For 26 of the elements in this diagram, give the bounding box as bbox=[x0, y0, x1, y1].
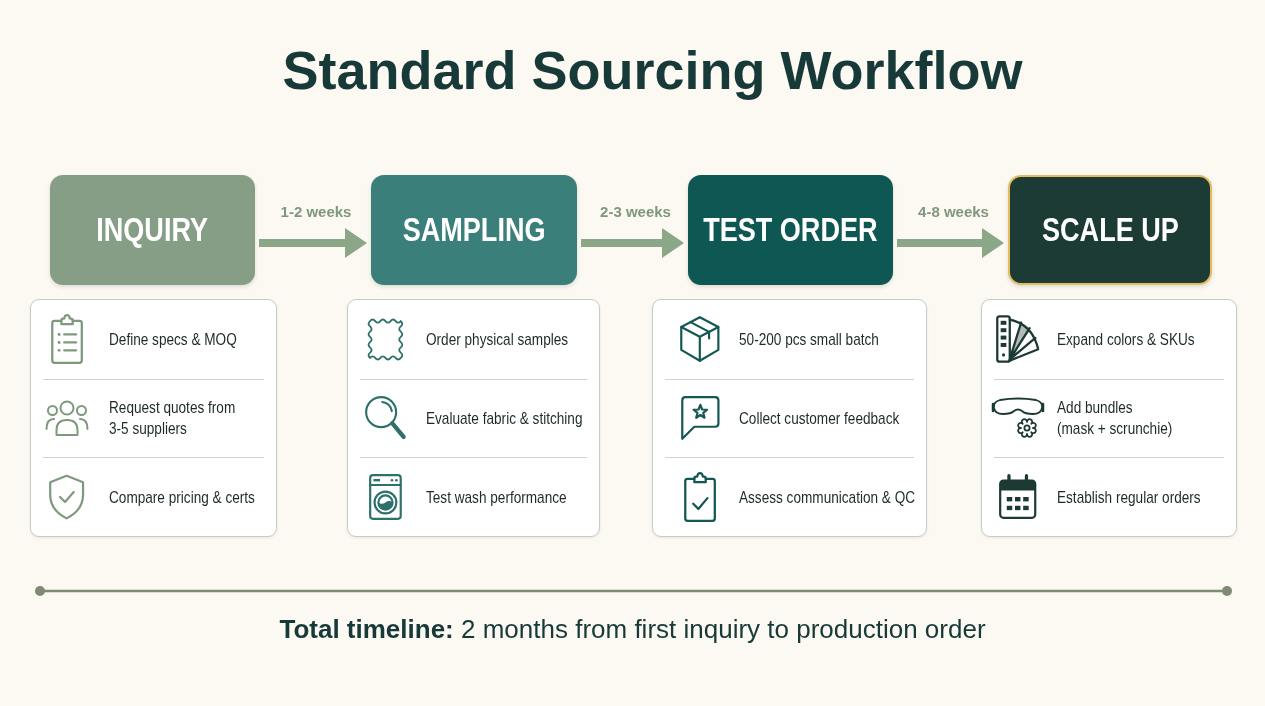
stage-box bbox=[50, 175, 255, 285]
stage-label: INQUIRY bbox=[96, 211, 209, 249]
task-text: Compare pricing & certs bbox=[109, 486, 255, 508]
task-text: Order physical samples bbox=[426, 328, 569, 350]
stage-label: SAMPLING bbox=[402, 211, 546, 249]
task-text: Add bundles (mask + scrunchie) bbox=[1057, 397, 1174, 439]
stage-label: SCALE UP bbox=[1041, 211, 1179, 249]
task-text: Assess communication & QC bbox=[739, 486, 916, 508]
task-card bbox=[981, 299, 1237, 537]
task-card bbox=[652, 299, 927, 537]
task-text: Expand colors & SKUs bbox=[1057, 328, 1195, 350]
stage-box bbox=[371, 175, 577, 285]
task-text: Evaluate fabric & stitching bbox=[426, 407, 583, 429]
stage-box bbox=[688, 175, 893, 285]
title: Standard Sourcing Workflow bbox=[282, 39, 1023, 102]
task-text: Request quotes from 3-5 suppliers bbox=[109, 397, 237, 439]
timeline-note: Total timeline: 2 months from first inquiry to production order bbox=[279, 613, 986, 646]
stage-box bbox=[1008, 175, 1212, 285]
task-card bbox=[30, 299, 277, 537]
task-text: Define specs & MOQ bbox=[109, 328, 237, 350]
task-text: Collect customer feedback bbox=[739, 407, 900, 429]
task-text: Test wash performance bbox=[426, 486, 567, 508]
task-text: Establish regular orders bbox=[1057, 486, 1201, 508]
task-text: 50-200 pcs small batch bbox=[739, 328, 879, 350]
stage-label: TEST ORDER bbox=[703, 211, 878, 249]
task-card bbox=[347, 299, 600, 537]
